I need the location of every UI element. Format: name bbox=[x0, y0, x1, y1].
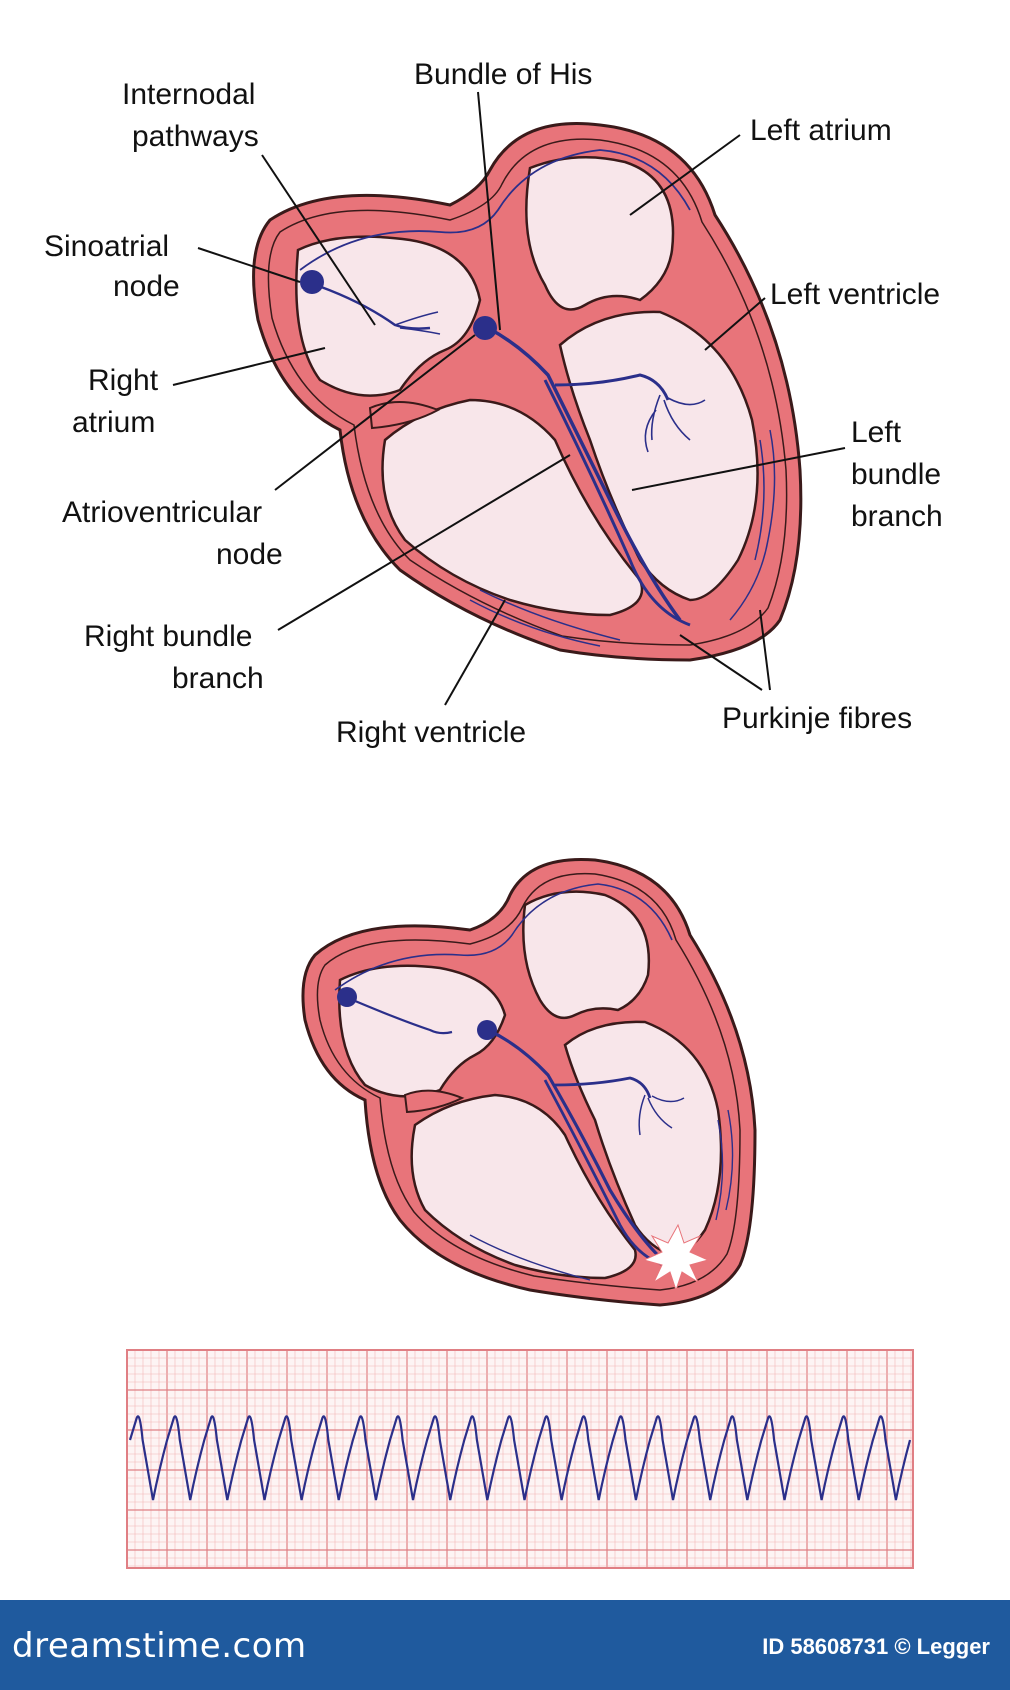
ecg-grid-background bbox=[127, 1350, 913, 1568]
bundle-of-his-trunk-2 bbox=[487, 1028, 667, 1264]
ecg-trace bbox=[128, 1415, 912, 1501]
ecg-grid bbox=[126, 1349, 913, 1568]
left-bundle-branch-line bbox=[554, 373, 670, 401]
leader-sinoatrial bbox=[197, 247, 301, 283]
right-ventricle-chamber bbox=[381, 398, 644, 617]
label-purkinje-fibres: Purkinje fibres bbox=[722, 702, 912, 735]
leader-left-bundle bbox=[631, 447, 846, 491]
atrial-wall-pathway bbox=[299, 149, 691, 271]
conduction-system bbox=[299, 149, 776, 647]
label-right-ventricle: Right ventricle bbox=[336, 716, 526, 749]
av-node-dot-2 bbox=[477, 1020, 497, 1040]
septum-notch-2 bbox=[403, 1089, 465, 1114]
leader-purkinje-1 bbox=[679, 634, 763, 691]
label-bundle-of-his: Bundle of His bbox=[414, 58, 592, 91]
bundle-of-his-trunk bbox=[487, 326, 682, 622]
label-right-bundle-line2: branch bbox=[172, 662, 264, 695]
ectopic-focus-burst bbox=[642, 1223, 710, 1292]
footer-image-id: ID 58608731 © Legger bbox=[762, 1634, 990, 1659]
leader-left-atrium bbox=[629, 134, 741, 216]
diagram-canvas: Internodal pathways Bundle of His Left a… bbox=[44, 58, 943, 1569]
heart-wall-inner-line-2 bbox=[316, 872, 741, 1291]
footer-bar: dreamstime.com ID 58608731 © Legger bbox=[0, 1600, 1010, 1690]
heart-diagram-labelled: Internodal pathways Bundle of His Left a… bbox=[44, 58, 943, 749]
label-left-bundle-line1: Left bbox=[851, 416, 902, 449]
label-internodal-line2: pathways bbox=[132, 120, 259, 153]
label-av-node-line1: Atrioventricular bbox=[62, 496, 262, 529]
leader-right-ventricle bbox=[444, 599, 506, 706]
heart-wall-inner-line bbox=[267, 138, 788, 646]
leader-lines bbox=[172, 91, 846, 706]
ectopic-focus-icon bbox=[642, 1223, 710, 1292]
leader-bundle-of-his bbox=[477, 91, 501, 331]
left-bundle-fibres-2 bbox=[638, 1094, 685, 1136]
atrial-fibre bbox=[394, 311, 441, 335]
atrial-wall-pathway-2 bbox=[334, 883, 673, 991]
septum-notch bbox=[368, 400, 441, 430]
left-atrium-chamber-2 bbox=[522, 890, 651, 1020]
ecg-strip bbox=[126, 1349, 914, 1569]
leader-av-node bbox=[274, 334, 476, 491]
internodal-pathway-line bbox=[309, 281, 431, 330]
label-right-bundle-line1: Right bundle bbox=[84, 620, 252, 653]
labels: Internodal pathways Bundle of His Left a… bbox=[44, 58, 943, 749]
right-bundle-branch-line bbox=[543, 379, 691, 627]
sinoatrial-node-dot-2 bbox=[337, 987, 357, 1007]
left-atrium-chamber bbox=[525, 155, 675, 311]
leader-purkinje-2 bbox=[759, 609, 771, 691]
sinoatrial-node-dot bbox=[300, 270, 324, 294]
label-left-bundle-line2: bundle bbox=[851, 458, 941, 491]
av-node-dot bbox=[473, 316, 497, 340]
label-sinoatrial-line2: node bbox=[113, 270, 180, 303]
label-left-ventricle: Left ventricle bbox=[770, 278, 940, 311]
heart-diagram-ectopic bbox=[301, 857, 757, 1307]
purkinje-fibres-lines bbox=[469, 429, 776, 647]
label-right-atrium-line2: atrium bbox=[72, 406, 155, 439]
footer-logo: dreamstime.com bbox=[12, 1626, 307, 1666]
label-right-atrium-line1: Right bbox=[88, 364, 159, 397]
left-ventricle-chamber bbox=[558, 310, 759, 602]
label-left-bundle-line3: branch bbox=[851, 500, 943, 533]
purkinje-fibres-lines-2 bbox=[469, 1109, 734, 1281]
leader-internodal bbox=[261, 154, 376, 326]
leader-right-atrium bbox=[172, 347, 326, 386]
ecg-grid-border bbox=[126, 1349, 914, 1569]
label-av-node-line2: node bbox=[216, 538, 283, 571]
leader-right-bundle bbox=[277, 454, 571, 631]
right-atrium-chamber-2 bbox=[338, 964, 507, 1098]
label-internodal-line1: Internodal bbox=[122, 78, 255, 111]
right-ventricle-chamber-2 bbox=[410, 1093, 637, 1280]
label-left-atrium: Left atrium bbox=[750, 114, 892, 147]
left-bundle-fibres bbox=[644, 394, 706, 453]
leader-left-ventricle bbox=[704, 297, 766, 351]
label-sinoatrial-line1: Sinoatrial bbox=[44, 230, 169, 263]
internodal-pathway-line-2 bbox=[347, 996, 453, 1035]
left-bundle-branch-line-2 bbox=[554, 1076, 652, 1099]
